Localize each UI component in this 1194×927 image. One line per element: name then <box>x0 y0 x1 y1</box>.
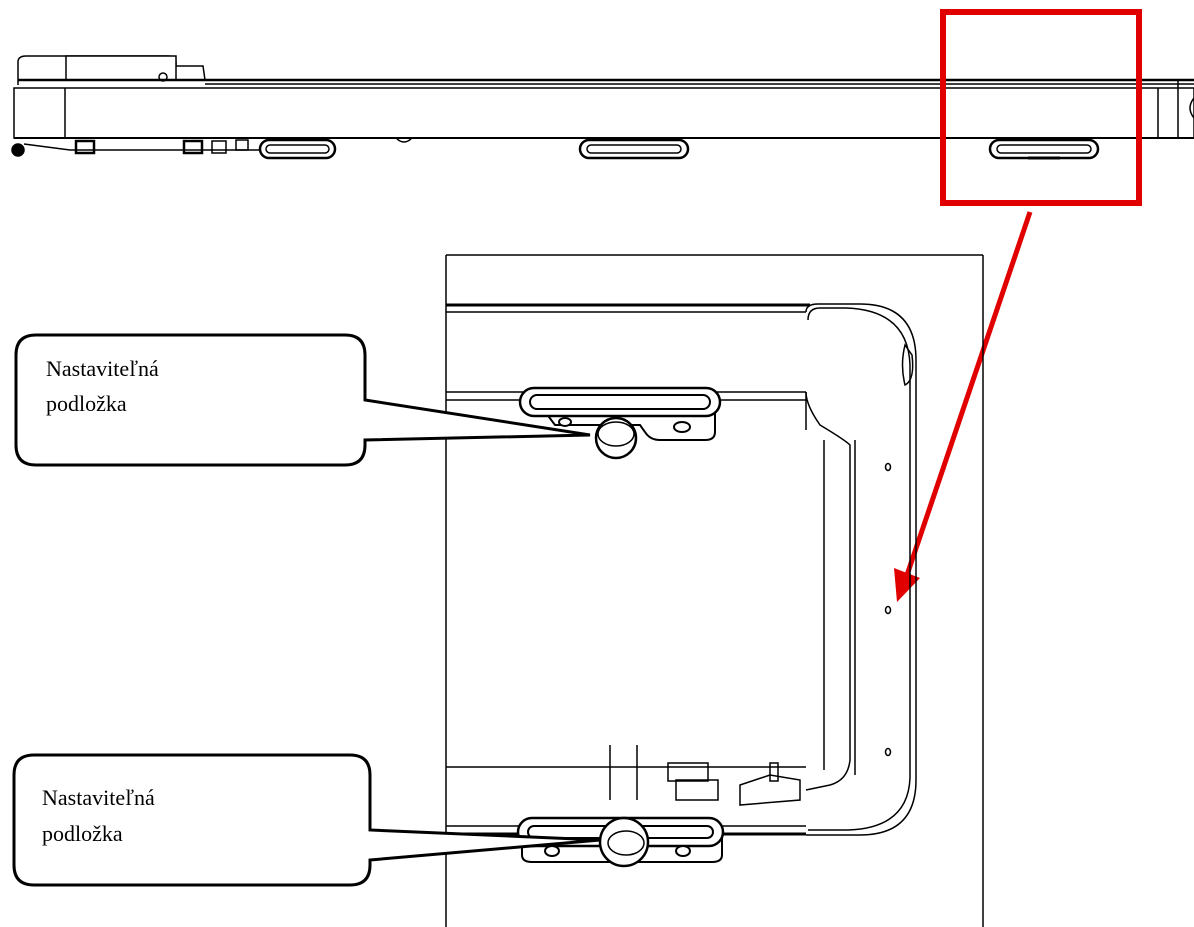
callout-upper-text-line2: podložka <box>46 391 127 416</box>
adjustable-pad-upper <box>518 386 722 460</box>
detail-view-frame <box>445 254 984 927</box>
side-view-pad-3 <box>988 138 1100 160</box>
callout-upper: Nastaviteľná podložka <box>14 333 591 467</box>
callout-lower-text-line2: podložka <box>42 821 123 846</box>
pointer-arrow <box>894 211 1033 602</box>
highlight-box <box>940 9 1142 206</box>
callout-upper-text-line1: Nastaviteľná <box>46 356 159 381</box>
side-view-bar <box>11 55 1194 157</box>
callout-lower-text-line1: Nastaviteľná <box>42 785 155 810</box>
callout-lower: Nastaviteľná podložka <box>12 753 601 887</box>
side-view-pad-1 <box>258 138 337 160</box>
detail-view-bar <box>446 303 917 836</box>
side-view-pad-2 <box>578 138 690 160</box>
